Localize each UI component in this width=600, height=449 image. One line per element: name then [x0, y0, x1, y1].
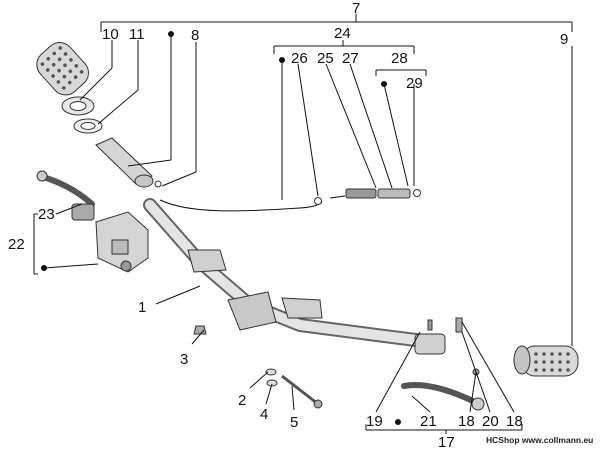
- source-credit: HCShop www.collmann.eu: [486, 435, 593, 445]
- callout-28: 28: [391, 50, 408, 67]
- right-grip: [513, 345, 579, 377]
- callout-29: 29: [406, 75, 423, 92]
- callout-3: 3: [180, 351, 188, 368]
- callout-24: 24: [334, 25, 351, 42]
- callout-20: 20: [482, 413, 499, 430]
- callout-22: 22: [8, 236, 25, 253]
- throttle-cable: [159, 188, 421, 212]
- callout-19: 19: [366, 413, 383, 430]
- callout-27: 27: [342, 50, 359, 67]
- leader-dots: [41, 31, 401, 425]
- callout-2: 2: [238, 392, 246, 409]
- callout-10: 10: [102, 26, 119, 43]
- master-cylinder: [95, 211, 149, 273]
- callout-1: 1: [138, 299, 146, 316]
- handlebar-tube: [143, 198, 423, 347]
- callout-21: 21: [420, 413, 437, 430]
- throttle-tube: [95, 137, 162, 188]
- right-brake-lever: [401, 317, 485, 411]
- washer-ring: [73, 118, 103, 134]
- callout-11: 11: [129, 26, 145, 43]
- callout-leaders: [33, 14, 573, 434]
- callout-18-right: 18: [506, 413, 523, 430]
- callout-5: 5: [290, 414, 298, 431]
- callout-17: 17: [438, 434, 455, 449]
- left-grip: [36, 42, 89, 96]
- callout-8: 8: [191, 27, 199, 44]
- left-brake-lever: [36, 170, 95, 221]
- callout-18-left: 18: [458, 413, 475, 430]
- callout-23: 23: [38, 206, 55, 223]
- callout-4: 4: [260, 406, 268, 423]
- callout-9: 9: [560, 31, 568, 48]
- callout-26: 26: [291, 50, 308, 67]
- callout-labels: 7 10 11 8 24 9 26 25 27 28 29 23 22 1 3 …: [8, 0, 568, 449]
- screw-bolt-nut: [193, 325, 323, 409]
- callout-7: 7: [352, 0, 360, 17]
- callout-25: 25: [317, 50, 334, 67]
- grip-end-cap: [61, 96, 95, 116]
